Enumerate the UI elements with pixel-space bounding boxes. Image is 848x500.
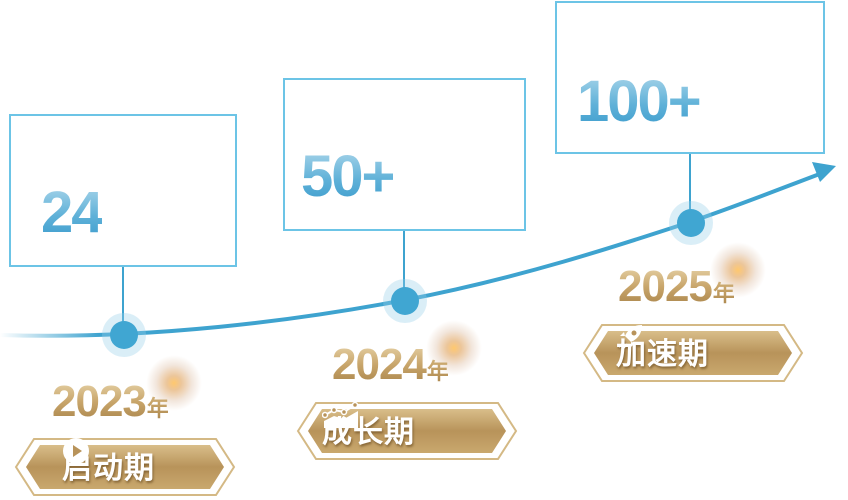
phase-badge-2024: 成长期: [296, 401, 518, 460]
year-suffix: 年: [426, 359, 448, 384]
connector-stem: [122, 267, 124, 335]
year-number: 2025: [618, 262, 712, 311]
growth-line: [0, 170, 826, 338]
arrow-head-icon: [812, 162, 836, 182]
year-label-2023: 2023年: [52, 380, 168, 424]
milestone-box-2023: 24: [9, 114, 237, 267]
timeline-node-2025: [669, 201, 713, 245]
connector-stem: [689, 154, 691, 224]
year-label-2024: 2024年: [332, 343, 448, 387]
milestone-box-2024: 50+: [283, 78, 526, 231]
rocket-icon: [618, 325, 642, 350]
milestone-box-2025: 100+: [555, 1, 825, 154]
milestone-value: 24: [41, 180, 103, 245]
sparkle-glow: [710, 242, 766, 298]
play-circle-icon: [63, 438, 89, 464]
timeline-node-2024: [383, 279, 427, 323]
year-number: 2023: [52, 377, 146, 426]
milestone-value: 100+: [577, 69, 702, 134]
timeline-node-2023: [102, 313, 146, 357]
year-number: 2024: [332, 340, 426, 389]
year-label-2025: 2025年: [618, 265, 734, 309]
growth-chart-icon: [322, 401, 359, 428]
phase-badge-2023: 启动期: [14, 437, 236, 496]
sparkle-glow: [426, 320, 482, 376]
phase-badge-2025: 加速期: [582, 323, 804, 382]
year-suffix: 年: [146, 396, 168, 421]
connector-stem: [403, 231, 405, 301]
year-suffix: 年: [712, 281, 734, 306]
sparkle-glow: [146, 355, 202, 411]
milestone-value: 50+: [301, 144, 395, 209]
